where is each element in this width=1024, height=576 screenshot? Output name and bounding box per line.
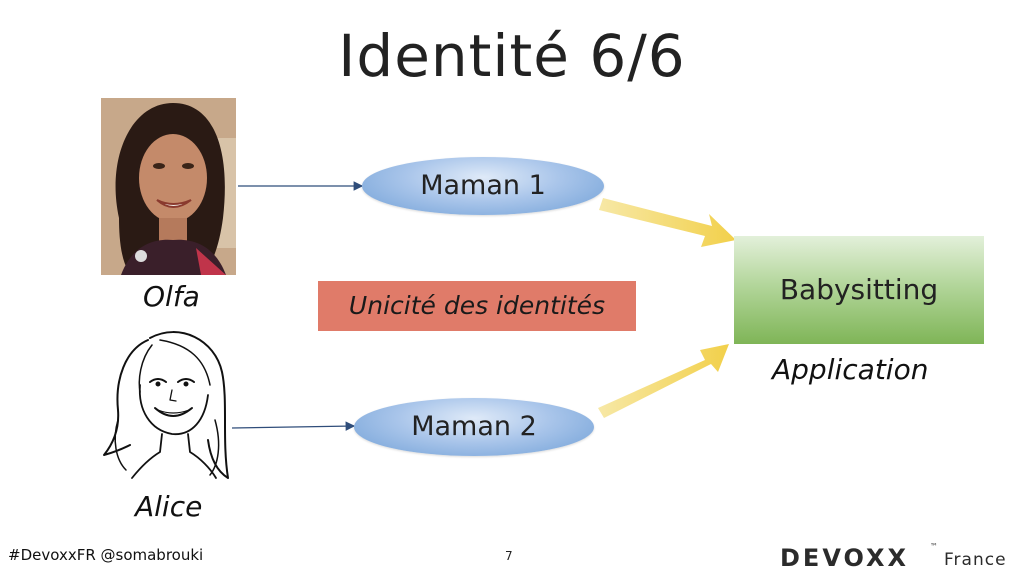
olfa-photo xyxy=(101,98,236,275)
footer-handle: #DevoxxFR @somabrouki xyxy=(8,546,204,564)
logo-devoxx-text: DEVOXX xyxy=(780,544,910,572)
person-label-alice: Alice xyxy=(135,490,203,523)
app-box-babysitting: Babysitting xyxy=(734,236,984,344)
page-number: 7 xyxy=(505,549,513,563)
alice-caricature xyxy=(103,331,229,479)
olfa-portrait-drawing xyxy=(101,98,236,275)
uniqueness-note: Unicité des identités xyxy=(318,281,636,331)
arrow-alice-to-maman2 xyxy=(231,421,356,431)
person-label-olfa: Olfa xyxy=(143,280,200,313)
big-arrow-maman2-to-app xyxy=(598,344,729,418)
devoxx-france-logo: DEVOXX ™ France xyxy=(780,542,1020,574)
identity-maman-2: Maman 2 xyxy=(354,398,594,456)
identity-maman-1: Maman 1 xyxy=(362,157,604,215)
logo-france-text: France xyxy=(944,550,1007,570)
big-arrow-maman1-to-app xyxy=(599,198,736,247)
slide-title: Identité 6/6 xyxy=(338,22,686,90)
logo-trademark: ™ xyxy=(930,542,938,551)
app-caption: Application xyxy=(772,353,929,386)
